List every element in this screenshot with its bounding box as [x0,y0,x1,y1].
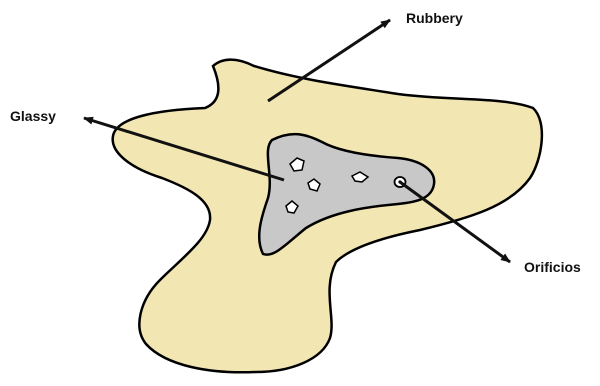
orificios-label: Orificios [524,259,581,275]
glassy-label: Glassy [10,108,56,124]
rubbery-label: Rubbery [406,10,463,26]
